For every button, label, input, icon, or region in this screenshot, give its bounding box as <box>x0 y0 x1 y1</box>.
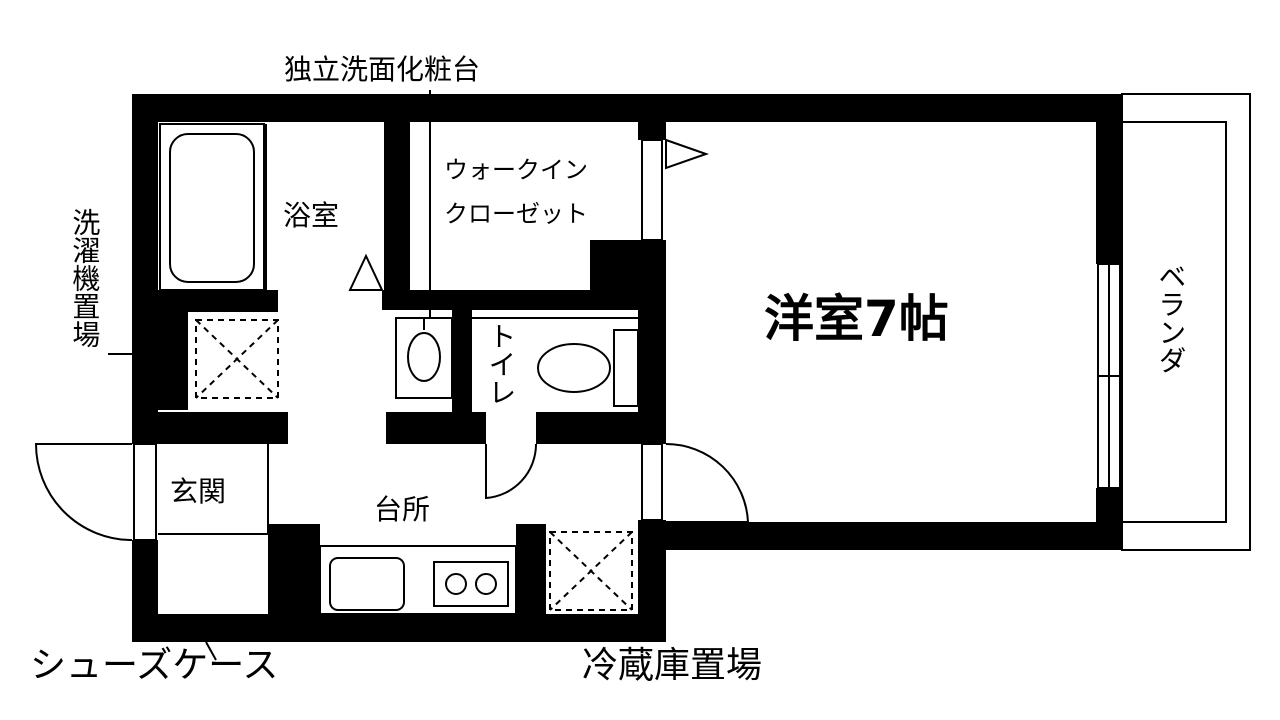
stove-icon <box>433 561 509 607</box>
wall-bath-bottom <box>158 290 278 312</box>
entrance-door-icon <box>34 443 133 541</box>
wall-left <box>132 94 158 444</box>
wall-room-bottom <box>666 522 1122 550</box>
wall-closet-right <box>638 122 666 140</box>
wall-top <box>132 94 1122 122</box>
veranda-label: ベランダ <box>1154 262 1188 374</box>
toilet-text: トイレ <box>484 322 518 406</box>
washbasin-label: 独立洗面化粧台 <box>284 53 481 86</box>
kitchen-label: 台所 <box>374 493 431 526</box>
wall-closet-right2 <box>638 240 666 440</box>
wall-bottom-left <box>132 614 666 642</box>
toilet-icon <box>613 329 639 407</box>
wall-bath-bottom2 <box>382 290 638 310</box>
wall-room-right-top <box>1096 94 1122 264</box>
wall-bath-right <box>384 122 410 302</box>
wall-kitchen-left <box>268 524 320 620</box>
closet-door-triangle <box>665 138 710 170</box>
bathroom-label: 浴室 <box>283 199 340 232</box>
veranda-text: ベランダ <box>1154 262 1188 374</box>
western-room-label: 洋室7帖 <box>764 290 949 348</box>
wall-mid-horizontal3 <box>536 412 666 444</box>
shoe-case-label: シューズケース <box>30 645 279 686</box>
fridge-label: 冷蔵庫置場 <box>582 645 763 686</box>
wall-kitchen-right <box>516 524 546 620</box>
shoe-case-leader <box>205 641 217 661</box>
wall-room-right-bottom <box>1096 488 1122 550</box>
wall-wash-toilet <box>452 310 472 420</box>
closet-label-2: クローゼット <box>444 200 588 228</box>
kitchen-counter <box>319 545 517 615</box>
washing-machine-space <box>195 319 279 399</box>
bathtub-icon <box>159 123 265 291</box>
wall-laundry-left <box>158 310 188 410</box>
bathtub-inner <box>169 133 255 283</box>
wall-right-lower-kitchen <box>638 520 666 642</box>
laundry-label: 洗濯機置場 <box>68 208 102 348</box>
closet-label-1: ウォークイン <box>444 156 588 184</box>
wall-mid-horizontal <box>158 412 288 444</box>
fridge-space <box>549 531 633 611</box>
entrance-label: 玄関 <box>170 475 227 508</box>
laundry-text: 洗濯機置場 <box>68 208 102 348</box>
room-door-icon <box>665 442 750 523</box>
toilet-label: トイレ <box>484 322 518 406</box>
toilet-door-icon <box>485 443 538 500</box>
sink-icon <box>329 557 405 611</box>
bath-door-triangle <box>348 253 384 291</box>
